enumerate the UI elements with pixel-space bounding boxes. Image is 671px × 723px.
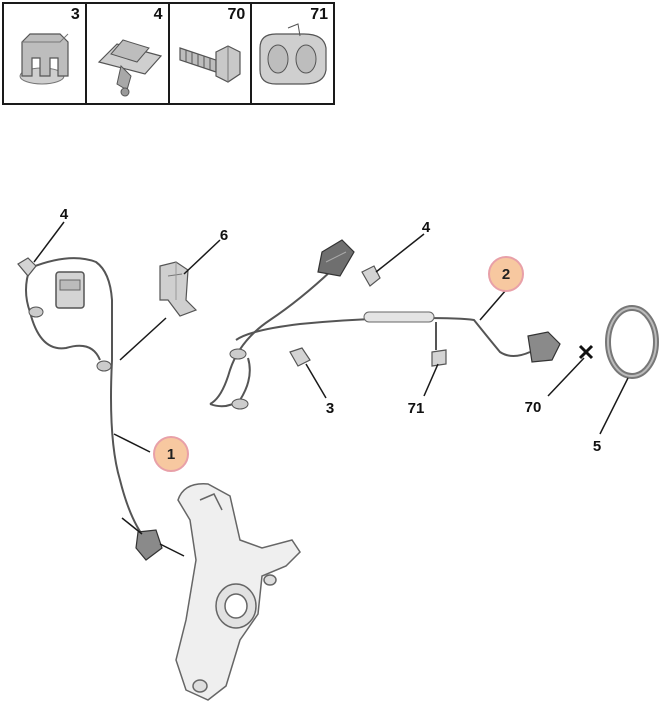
callout-70: 70 [525,399,542,416]
bolt-icon [178,45,241,83]
clip-71 [431,349,447,367]
callout-4-left: 4 [60,206,69,223]
badge-1: 1 [153,436,189,472]
callout-71: 71 [408,400,425,417]
grommet [231,398,249,410]
right-wheel-sensor [527,331,561,363]
tone-ring-5 [605,305,659,379]
clip-3 [289,347,311,367]
legend-number: 70 [227,6,246,23]
callout-4-mid: 4 [422,219,431,236]
legend-cell-71: 71 [252,4,333,103]
callout-3: 3 [326,400,334,417]
clip-icon [19,33,69,85]
legend-cell-4: 4 [87,4,170,103]
legend-number: 4 [153,6,163,23]
badge-2-label: 2 [502,266,510,283]
legend-cell-3: 3 [4,4,87,103]
badge-2: 2 [488,256,524,292]
badge-1-label: 1 [167,446,175,463]
steering-knuckle [175,483,301,701]
fastener-clip-icon [97,39,162,97]
leader-lines [33,221,629,557]
harness-sleeve [363,311,435,323]
left-connector [28,271,85,318]
legend-number: 3 [70,6,80,23]
bolt-70-marker [578,344,594,360]
clip-4-mid [361,265,381,287]
double-cable-clip-icon [259,23,327,85]
callout-5: 5 [593,438,601,455]
parts-legend: 3 4 70 71 [2,2,335,105]
callout-6: 6 [220,227,228,244]
grommet [96,360,112,372]
right-connector [317,239,355,277]
bracket-6 [159,261,198,317]
left-harness [25,257,147,541]
legend-number: 71 [310,6,328,23]
right-harness [209,269,531,408]
clip-4-left [17,257,37,277]
legend-cell-70: 70 [170,4,253,103]
left-wheel-sensor [135,529,163,561]
grommet [229,348,247,360]
